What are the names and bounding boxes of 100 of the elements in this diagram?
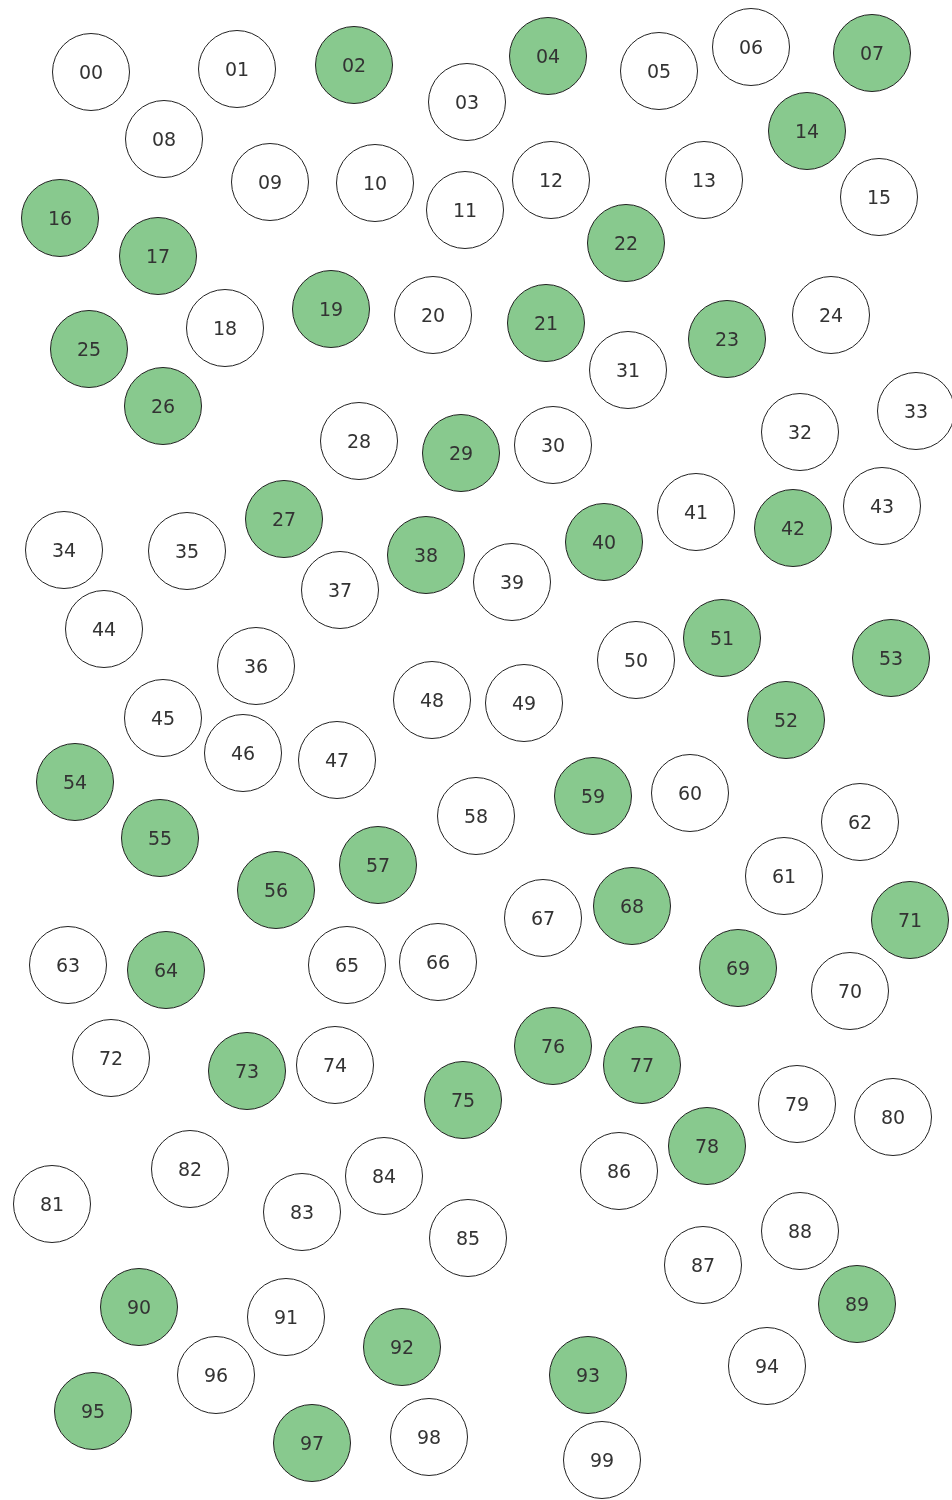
number-circle: 59	[554, 757, 632, 835]
number-circle: 71	[871, 881, 949, 959]
number-circle: 90	[100, 1268, 178, 1346]
number-circle: 66	[399, 923, 477, 1001]
number-circle: 89	[818, 1265, 896, 1343]
number-circle: 49	[485, 664, 563, 742]
number-circle: 23	[688, 300, 766, 378]
number-circle: 00	[52, 33, 130, 111]
number-circle: 48	[393, 661, 471, 739]
number-circle: 95	[54, 1372, 132, 1450]
number-circle: 36	[217, 627, 295, 705]
number-circle: 27	[245, 480, 323, 558]
number-circle: 03	[428, 63, 506, 141]
number-circle: 01	[198, 30, 276, 108]
number-circle: 70	[811, 952, 889, 1030]
number-circle: 02	[315, 26, 393, 104]
number-circle: 43	[843, 467, 921, 545]
number-circle: 94	[728, 1327, 806, 1405]
number-circle: 25	[50, 310, 128, 388]
number-circle: 67	[504, 879, 582, 957]
number-circle: 97	[273, 1404, 351, 1482]
number-circle: 54	[36, 743, 114, 821]
number-circle: 05	[620, 32, 698, 110]
number-circle: 30	[514, 406, 592, 484]
number-circle: 24	[792, 276, 870, 354]
number-circle: 31	[589, 331, 667, 409]
number-circle: 44	[65, 590, 143, 668]
number-circle: 91	[247, 1278, 325, 1356]
number-circle: 17	[119, 217, 197, 295]
number-circle: 60	[651, 754, 729, 832]
number-circle: 62	[821, 783, 899, 861]
number-circle: 47	[298, 721, 376, 799]
number-circle: 35	[148, 512, 226, 590]
number-circle: 29	[422, 414, 500, 492]
number-circle: 19	[292, 270, 370, 348]
number-circle: 15	[840, 158, 918, 236]
number-circle: 13	[665, 141, 743, 219]
number-circle: 45	[124, 679, 202, 757]
number-circle: 65	[308, 926, 386, 1004]
number-circle: 96	[177, 1336, 255, 1414]
number-circle: 58	[437, 777, 515, 855]
number-circle: 57	[339, 826, 417, 904]
number-circle: 98	[390, 1398, 468, 1476]
number-circle: 69	[699, 929, 777, 1007]
number-circle: 22	[587, 204, 665, 282]
number-circle: 40	[565, 503, 643, 581]
number-circle: 72	[72, 1019, 150, 1097]
number-circle: 86	[580, 1132, 658, 1210]
number-circle: 82	[151, 1130, 229, 1208]
number-circle: 87	[664, 1226, 742, 1304]
number-circle: 50	[597, 621, 675, 699]
number-circle: 78	[668, 1107, 746, 1185]
number-circle: 77	[603, 1026, 681, 1104]
number-circle: 61	[745, 837, 823, 915]
number-circle: 20	[394, 276, 472, 354]
number-circle: 68	[593, 867, 671, 945]
number-circle: 18	[186, 289, 264, 367]
number-circle: 26	[124, 367, 202, 445]
number-circle: 41	[657, 473, 735, 551]
number-circle: 75	[424, 1061, 502, 1139]
number-circle: 85	[429, 1199, 507, 1277]
number-circle: 16	[21, 179, 99, 257]
number-circle: 04	[509, 17, 587, 95]
number-circle: 63	[29, 926, 107, 1004]
number-circle: 39	[473, 543, 551, 621]
number-circle: 55	[121, 799, 199, 877]
number-circle: 76	[514, 1007, 592, 1085]
number-circle: 52	[747, 681, 825, 759]
number-circle: 11	[426, 171, 504, 249]
number-circle: 83	[263, 1173, 341, 1251]
number-circle: 07	[833, 14, 911, 92]
number-circle: 38	[387, 516, 465, 594]
number-circle: 79	[758, 1065, 836, 1143]
number-circle: 12	[512, 141, 590, 219]
number-circle: 80	[854, 1078, 932, 1156]
number-circle: 53	[852, 619, 930, 697]
number-circle: 73	[208, 1032, 286, 1110]
number-circle: 51	[683, 599, 761, 677]
number-circle: 56	[237, 851, 315, 929]
number-circle: 21	[507, 284, 585, 362]
number-circle: 46	[204, 714, 282, 792]
number-circle: 33	[877, 372, 952, 450]
number-circle: 32	[761, 393, 839, 471]
number-circle: 74	[296, 1026, 374, 1104]
number-circle: 28	[320, 402, 398, 480]
number-circle: 64	[127, 931, 205, 1009]
number-circle: 88	[761, 1192, 839, 1270]
number-circle: 99	[563, 1421, 641, 1499]
number-circle: 06	[712, 8, 790, 86]
number-circle: 84	[345, 1137, 423, 1215]
number-circle: 42	[754, 489, 832, 567]
number-circle: 10	[336, 144, 414, 222]
number-circle: 81	[13, 1165, 91, 1243]
number-circle: 14	[768, 92, 846, 170]
number-circle: 09	[231, 143, 309, 221]
number-circle: 34	[25, 511, 103, 589]
number-circle: 93	[549, 1336, 627, 1414]
number-circle: 08	[125, 100, 203, 178]
number-circle: 92	[363, 1308, 441, 1386]
number-circle: 37	[301, 551, 379, 629]
